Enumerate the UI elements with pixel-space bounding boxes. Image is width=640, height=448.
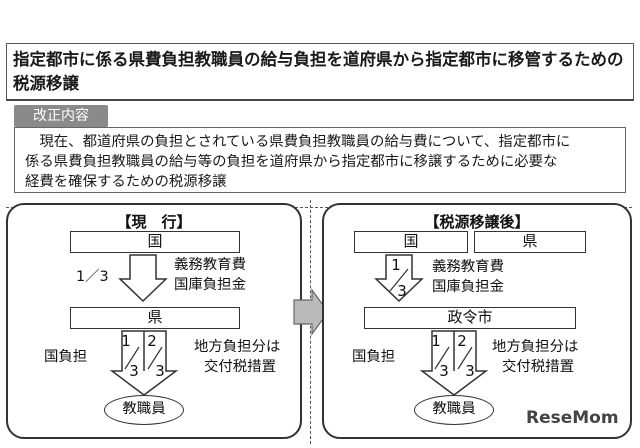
current-subsidy-line1: 義務教育費 (174, 257, 246, 273)
after-subsidy-line2: 国庫負担金 (432, 279, 504, 295)
current-down-arrow-1 (118, 254, 168, 303)
current-local-line2: 交付税措置 (204, 359, 276, 375)
after-prefecture-box: 県 (474, 231, 586, 253)
current-subsidy-line2: 国庫負担金 (174, 277, 246, 293)
current-fraction-label: 1／3 (76, 269, 109, 285)
current-frac-b-num: 2 (147, 332, 157, 350)
after-panel: 【税源移譲後】 国 県 1 3 義務教育費 国庫負担金 政令市 国負担 1 3 … (322, 203, 632, 439)
after-down-arrow-2 (419, 330, 489, 396)
current-frac-b-den: 3 (155, 362, 165, 380)
notice-line-1: 現在、都道府県の負担とされている県費負担教職員の給与費について、指定都市に (25, 134, 571, 150)
after-down-arrow-1 (374, 254, 424, 303)
current-local-line1: 地方負担分は (194, 339, 281, 355)
transition-arrow (293, 288, 329, 336)
after-city-box: 政令市 (364, 307, 576, 329)
current-staff-ellipse: 教職員 (104, 395, 184, 425)
notice-line-3: 経費を確保するための税源移譲 (25, 174, 227, 190)
current-frac-a-den: 3 (129, 362, 139, 380)
header-title: 指定都市に係る県費負担教職員の給与負担を道府県から指定都市に移管するための税源移… (13, 50, 624, 93)
current-down-arrow-2 (109, 330, 179, 396)
after-title: 【税源移譲後】 (424, 213, 530, 231)
current-frac-a-num: 1 (121, 332, 131, 350)
current-panel: 【現 行】 国 1／3 義務教育費 国庫負担金 県 国負担 1 3 2 3 地方… (6, 203, 302, 439)
current-prefecture-box: 県 (70, 307, 240, 329)
current-nation-box: 国 (70, 231, 240, 253)
after-frac-a-den: 3 (439, 362, 449, 380)
resemom-logo: ReseMom (526, 408, 619, 428)
current-title: 【現 行】 (116, 213, 192, 231)
after-staff-ellipse: 教職員 (414, 395, 494, 425)
after-local-line2: 交付税措置 (502, 359, 574, 375)
dashed-frame-top (6, 207, 632, 208)
header-box: 指定都市に係る県費負担教職員の給与負担を道府県から指定都市に移管するための税源移… (6, 43, 634, 101)
after-subsidy-line1: 義務教育費 (432, 259, 504, 275)
after-frac-top-num: 1 (391, 256, 401, 274)
after-frac-a-num: 1 (431, 332, 441, 350)
after-nation-box: 国 (354, 231, 468, 253)
revision-notice: 現在、都道府県の負担とされている県費負担教職員の給与費について、指定都市に 係る… (14, 127, 626, 193)
current-nation-share: 国負担 (44, 349, 88, 365)
after-nation-share: 国負担 (352, 349, 396, 365)
after-frac-b-num: 2 (457, 332, 467, 350)
after-local-line1: 地方負担分は (492, 339, 579, 355)
after-frac-top-den: 3 (397, 282, 407, 300)
revision-tag: 改正内容 (14, 105, 108, 127)
notice-line-2: 係る県費負担教職員の給与等の負担を道府県から指定都市に移譲するために必要な (25, 154, 558, 170)
after-frac-b-den: 3 (465, 362, 475, 380)
